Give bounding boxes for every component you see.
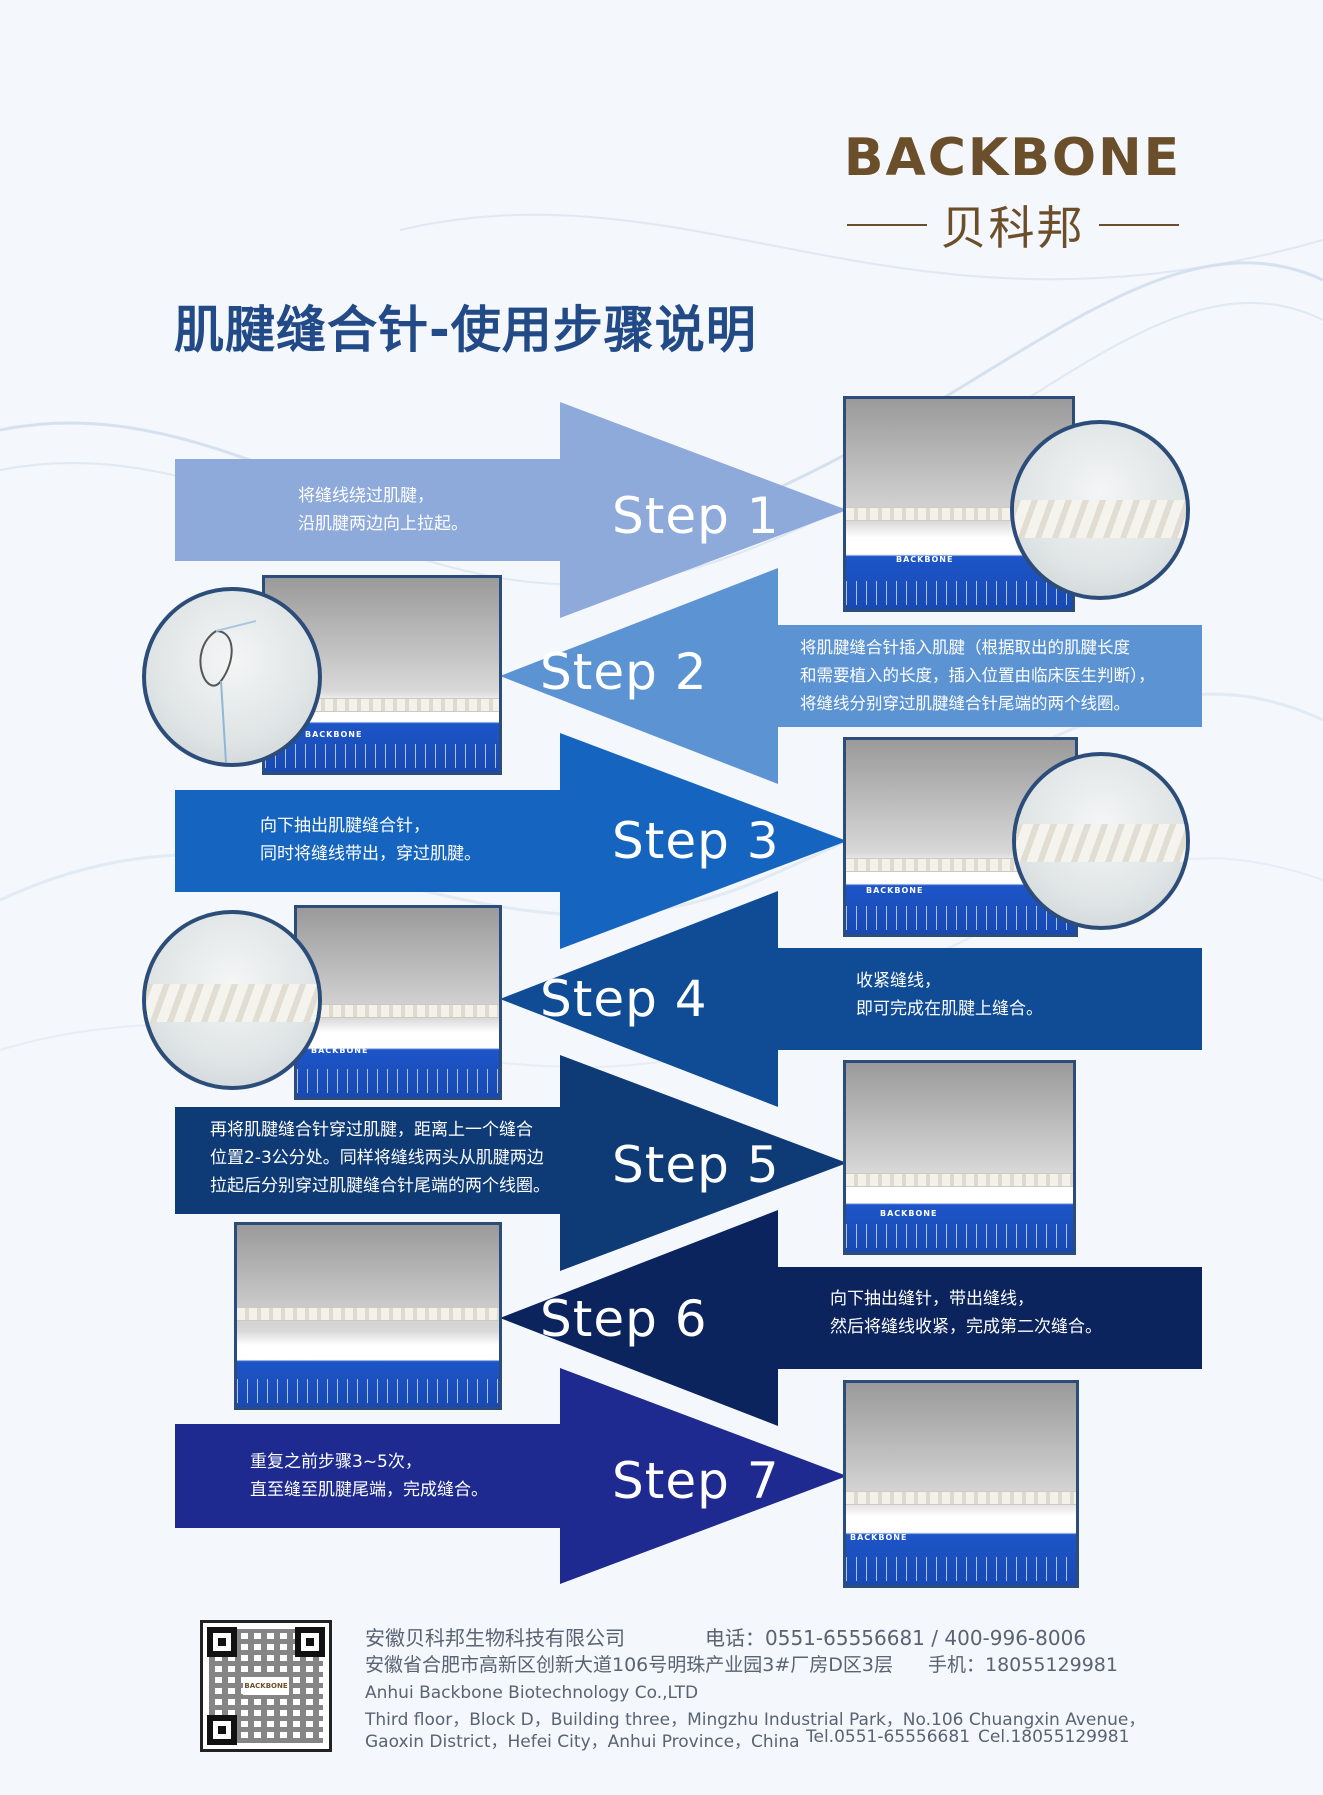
step-6-label: Step 6 [540, 1290, 708, 1348]
footer-company-en: Anhui Backbone Biotechnology Co.,LTD [365, 1683, 699, 1703]
logo-english: BACKBONE [843, 128, 1182, 188]
step-2-zoom-circle [142, 587, 322, 767]
brand-logo: BACKBONE 贝科邦 [840, 128, 1185, 258]
step-7-photo-brand: BACKBONE [850, 1533, 908, 1542]
footer-cel-en: Cel.18055129981 [978, 1727, 1130, 1747]
footer-company-cn: 安徽贝科邦生物科技有限公司 [365, 1626, 625, 1650]
logo-divider-right [1098, 224, 1179, 226]
step-7-label: Step 7 [612, 1452, 780, 1510]
page-title: 肌腱缝合针-使用步骤说明 [174, 301, 757, 359]
step-5-label: Step 5 [612, 1136, 780, 1194]
step-5-arrow [175, 1055, 847, 1271]
step-5-photo-brand: BACKBONE [880, 1209, 938, 1218]
step-1-text: 将缝线绕过肌腱， 沿肌腱两边向上拉起。 [298, 486, 468, 534]
footer-address-cn: 安徽省合肥市高新区创新大道106号明珠产业园3#厂房D区3层 [365, 1654, 893, 1676]
step-7-photo: BACKBONE [843, 1380, 1079, 1588]
step-4-photo-brand: BACKBONE [311, 1046, 369, 1055]
step-3-arrow [175, 733, 847, 949]
step-2-label: Step 2 [540, 643, 708, 701]
step-3-text: 向下抽出肌腱缝合针， 同时将缝线带出，穿过肌腱。 [260, 816, 481, 864]
step-5-text: 再将肌腱缝合针穿过肌腱，距离上一个缝合 位置2-3公分处。同样将缝线两头从肌腱两… [210, 1120, 550, 1196]
step-4-zoom-circle [142, 910, 322, 1090]
step-6-photo: BACKBONE [234, 1222, 502, 1410]
step-4-arrow [500, 891, 1202, 1107]
step-1-arrow [175, 402, 847, 618]
step-2-text: 将肌腱缝合针插入肌腱（根据取出的肌腱长度 和需要植入的长度，插入位置由临床医生判… [800, 638, 1155, 713]
step-1-label: Step 1 [612, 487, 780, 545]
step-2-arrow [500, 568, 1202, 784]
step-7-arrow [175, 1368, 847, 1584]
step-4-photo: BACKBONE [294, 905, 502, 1100]
logo-divider-left [846, 224, 927, 226]
step-3-zoom-circle [1012, 752, 1190, 930]
step-5-photo: BACKBONE [843, 1060, 1076, 1255]
step-1-photo-brand: BACKBONE [896, 555, 954, 564]
qr-logo: BACKBONE [243, 1677, 289, 1695]
footer-address-en-1: Third floor，Block D，Building three，Mingz… [365, 1710, 1146, 1730]
step-6-text: 向下抽出缝针，带出缝线， 然后将缝线收紧，完成第二次缝合。 [830, 1289, 1102, 1337]
step-3-photo-brand: BACKBONE [866, 886, 924, 895]
step-6-arrow [500, 1210, 1202, 1426]
footer-mobile-cn: 手机：18055129981 [928, 1654, 1118, 1676]
step-7-text: 重复之前步骤3~5次， 直至缝至肌腱尾端，完成缝合。 [250, 1452, 488, 1500]
step-4-label: Step 4 [540, 970, 708, 1028]
step-1-zoom-circle [1010, 420, 1190, 600]
qr-code: BACKBONE [200, 1620, 332, 1752]
footer-tel-en: Tel.0551-65556681 [806, 1727, 971, 1747]
needle-loop-icon [199, 620, 257, 763]
logo-chinese: 贝科邦 [940, 201, 1085, 255]
step-3-label: Step 3 [612, 812, 780, 870]
footer-phone-cn: 电话：0551-65556681 / 400-996-8006 [705, 1626, 1087, 1650]
footer-address-en-2: Gaoxin District，Hefei City，Anhui Provinc… [365, 1732, 800, 1752]
step-6-photo-brand: BACKBONE [255, 1353, 313, 1362]
step-2-photo-brand: BACKBONE [305, 730, 363, 739]
step-4-text: 收紧缝线， 即可完成在肌腱上缝合。 [856, 971, 1043, 1019]
logo-chinese-row: 贝科邦 [840, 192, 1185, 258]
